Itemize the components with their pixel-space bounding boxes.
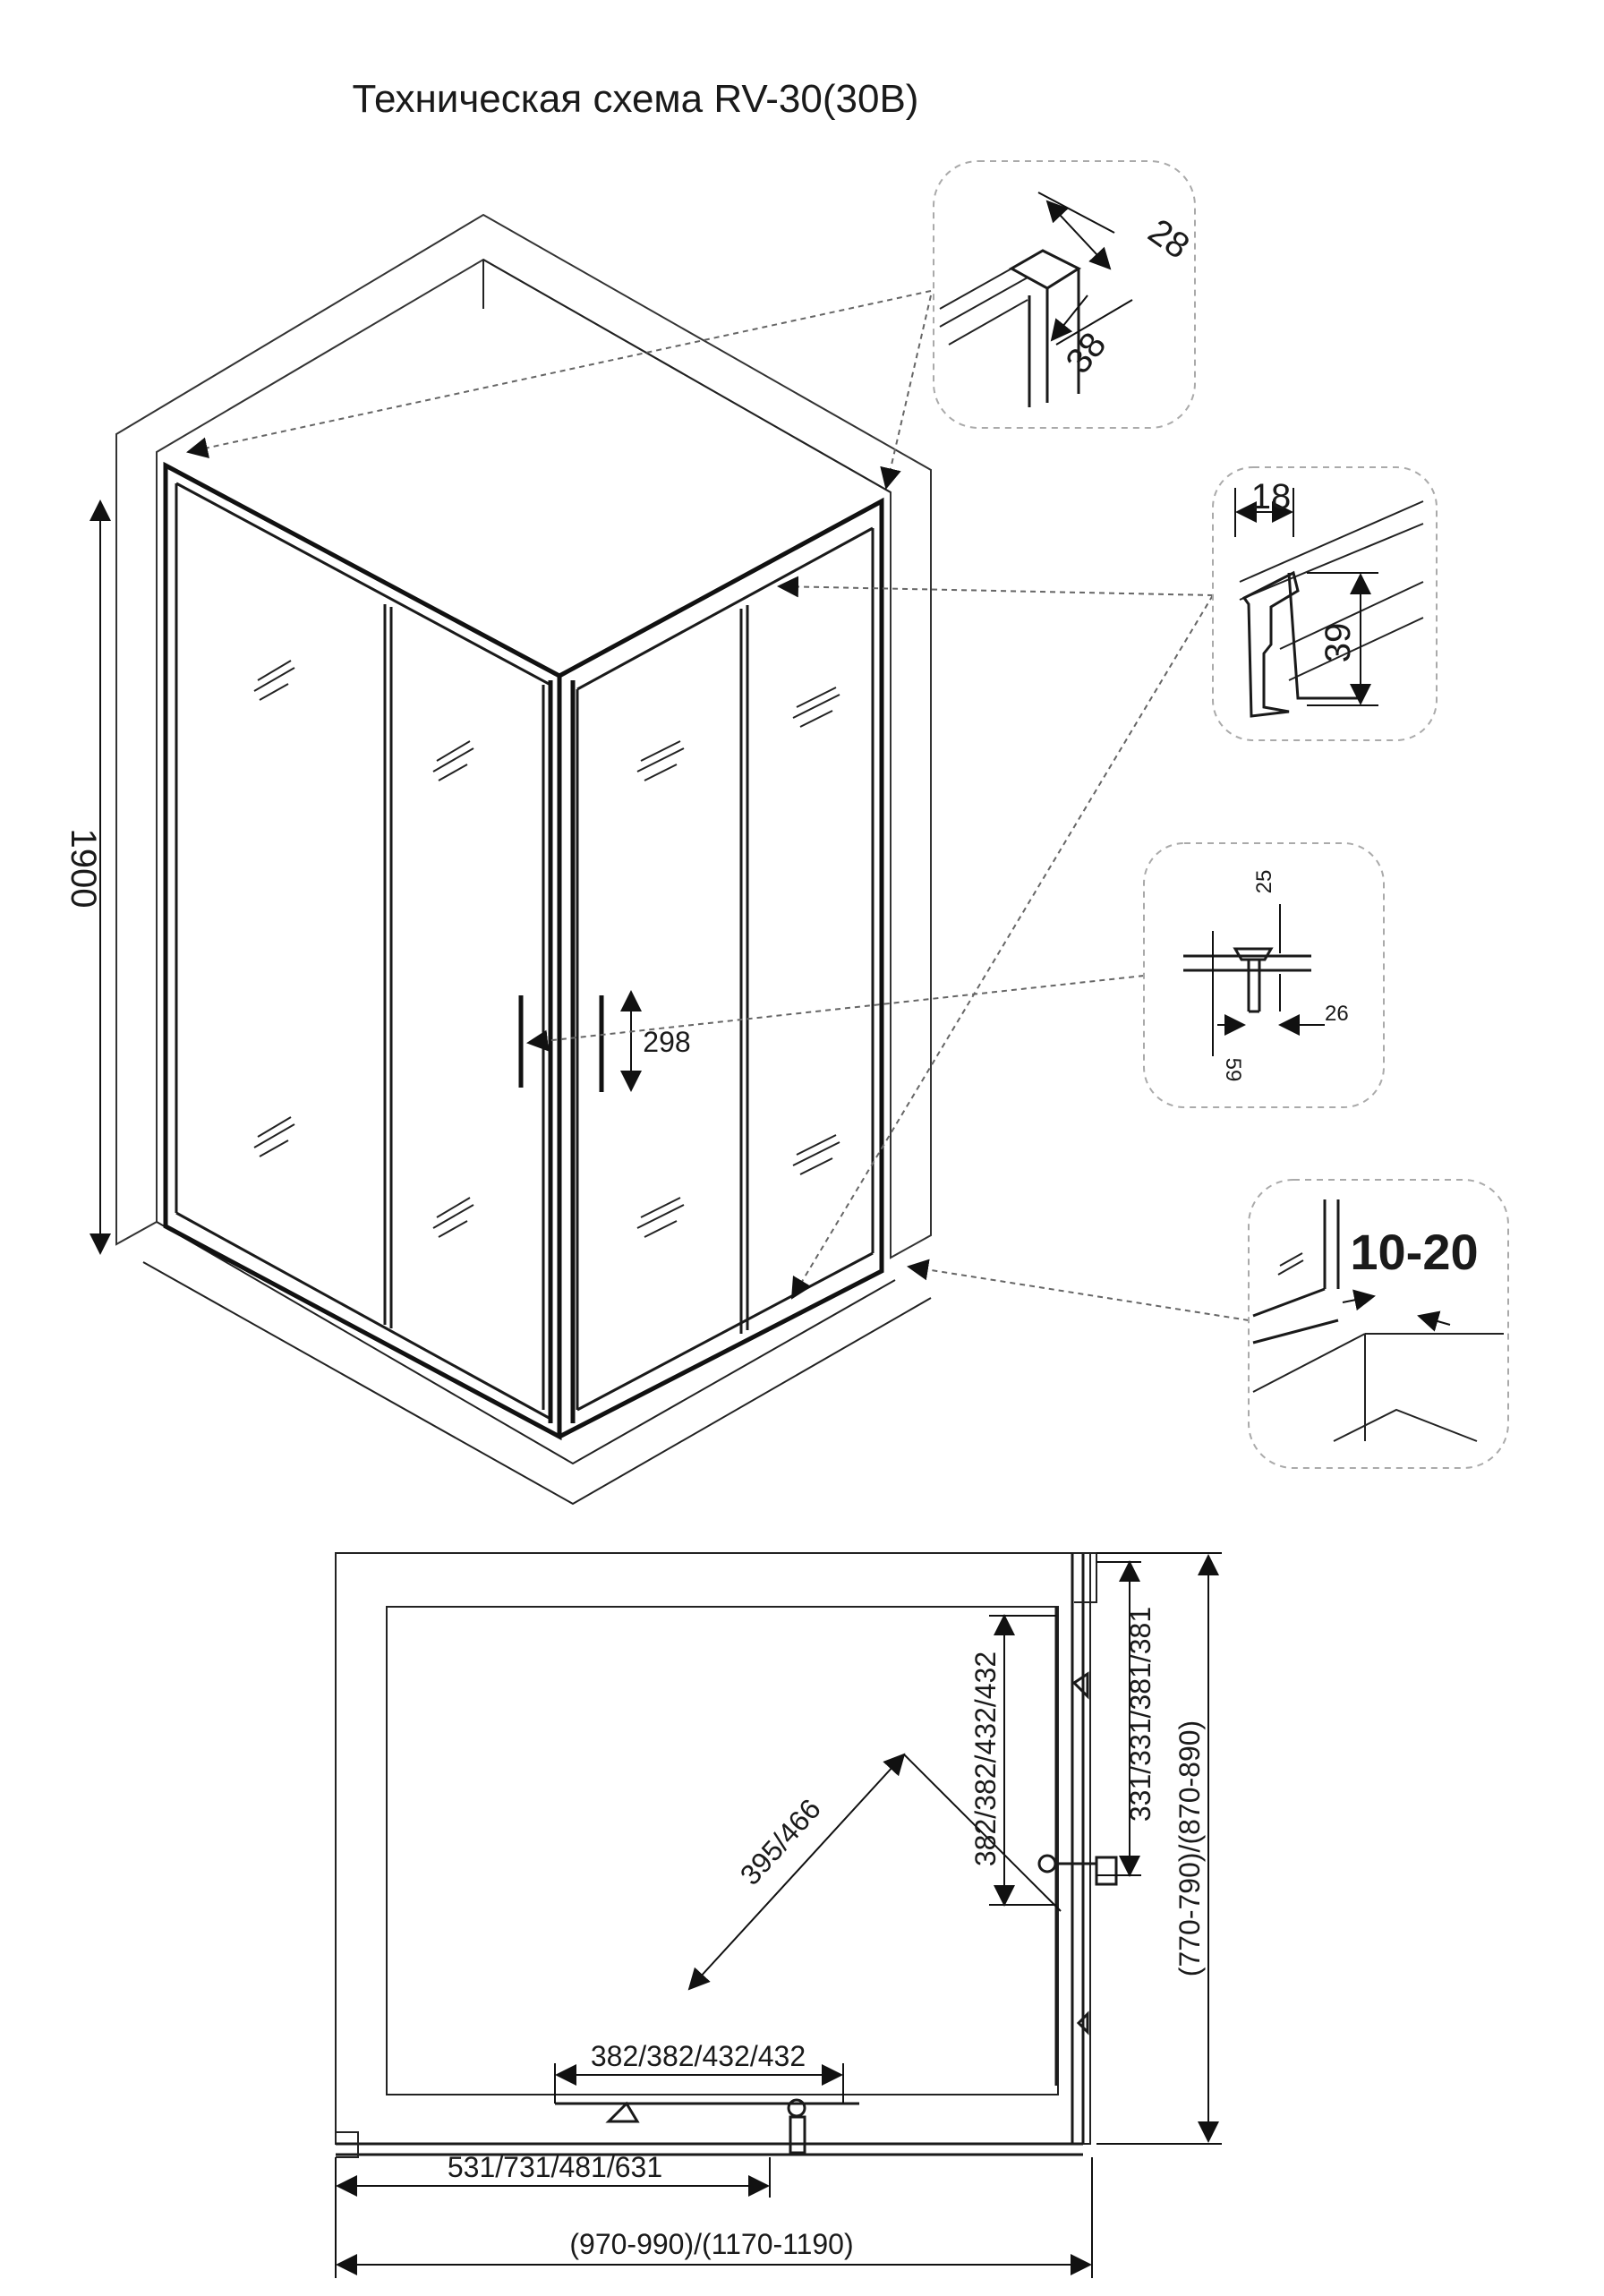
overall-depth-label: (770-790)/(870-890) bbox=[1173, 1720, 1206, 1976]
isometric-view: 1900 298 bbox=[64, 213, 932, 1506]
drawing-title: Техническая схема RV-30(30B) bbox=[353, 77, 919, 121]
callout-leaders bbox=[186, 290, 1250, 1321]
left-panel bbox=[163, 461, 562, 1441]
plan-view: 395/466 382/382/432/432 382/382/432/432 … bbox=[335, 1552, 1222, 2278]
detail-wall-gap: 10-20 bbox=[1248, 1179, 1509, 1469]
door-horizontal-label: 382/382/432/432 bbox=[591, 2040, 806, 2072]
plan-rollers bbox=[605, 1671, 1118, 2155]
glass-marks bbox=[253, 660, 840, 1238]
roller-right-label: 26 bbox=[1325, 1002, 1349, 1026]
roller-bottom-label: 59 bbox=[1221, 1058, 1245, 1082]
detail-rail-profile: 18 39 bbox=[1212, 466, 1438, 741]
fixed-horizontal-label: 531/731/481/631 bbox=[448, 2151, 662, 2183]
rail-width-label: 18 bbox=[1251, 477, 1292, 516]
handle-length-label: 298 bbox=[643, 1026, 690, 1058]
overall-width-label: (970-990)/(1170-1190) bbox=[569, 2228, 853, 2260]
detail-roller: 25 26 59 bbox=[1143, 842, 1385, 1108]
corner-post bbox=[548, 680, 576, 1423]
rail-height-label: 39 bbox=[1318, 623, 1358, 663]
diagonal-label: 395/466 bbox=[734, 1793, 827, 1891]
door-vertical-label: 382/382/432/432 bbox=[969, 1652, 1002, 1866]
detail-corner-profile: 28 38 bbox=[933, 160, 1197, 429]
right-panel bbox=[558, 497, 884, 1439]
wall-outline bbox=[115, 213, 932, 1506]
gap-label: 10-20 bbox=[1350, 1224, 1478, 1280]
height-label: 1900 bbox=[64, 829, 103, 909]
roller-top-label: 25 bbox=[1252, 870, 1276, 894]
fixed-vertical-label: 331/331/381/381 bbox=[1124, 1607, 1156, 1822]
